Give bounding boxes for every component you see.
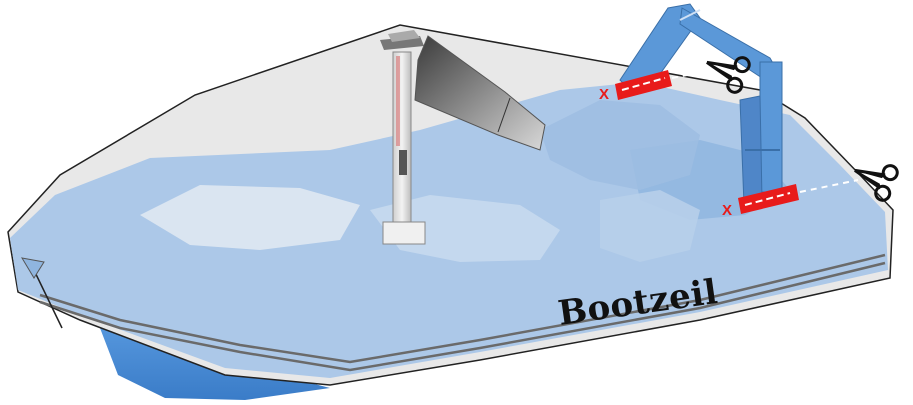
cut-marker-label-upper: X: [599, 86, 609, 103]
cut-marker-label-lower: X: [722, 202, 732, 219]
